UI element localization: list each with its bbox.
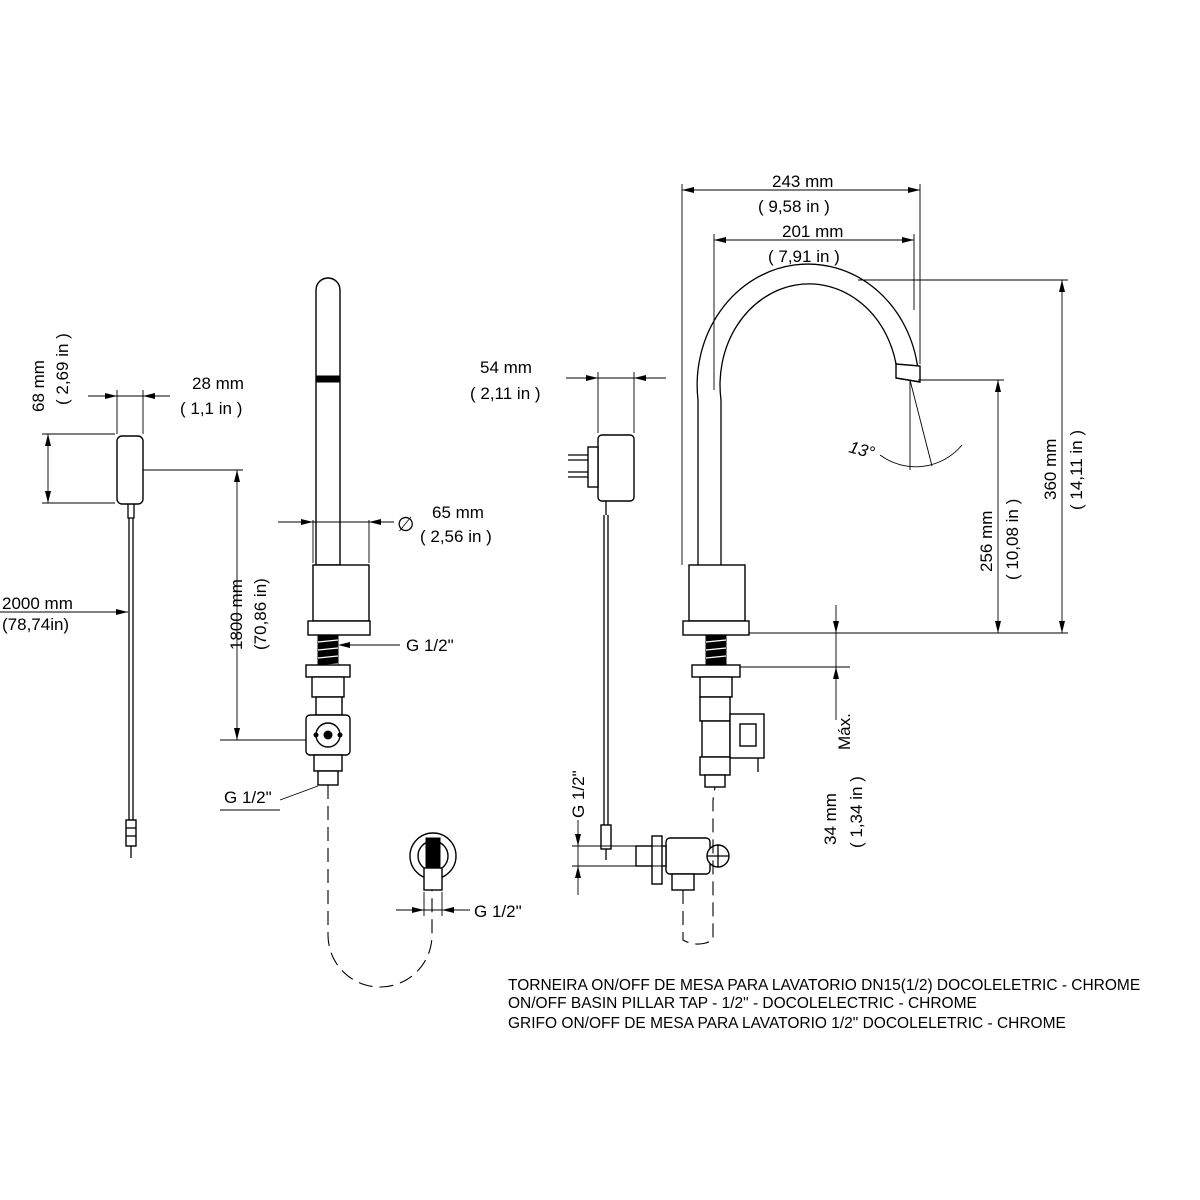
thread-label-valve: G 1/2" [474,902,522,921]
control-box-height-mm: 68 mm [29,360,48,412]
spout-side [315,277,341,566]
power-adapter [597,434,635,502]
base-diameter-in: ( 2,56 in ) [420,527,492,546]
deck-max-label: Máx. [835,713,854,750]
valve-thread-label: G 1/2" [569,770,588,818]
wall-valve-side [665,837,711,875]
cable-1800-in: (70,86 in) [251,578,270,650]
base-diameter-mm: 65 mm [432,503,484,522]
tap-body-front [688,564,746,622]
reach-in: ( 9,58 in ) [758,197,830,216]
diameter-symbol: ∅ [397,514,414,536]
tap-body-side [312,564,370,622]
reach-mm: 243 mm [772,172,833,191]
spout-in: ( 7,91 in ) [768,247,840,266]
caption-line-pt: TORNEIRA ON/OFF DE MESA PARA LAVATORIO D… [508,977,1140,994]
caption-line-es: GRIFO ON/OFF DE MESA PARA LAVATORIO 1/2"… [508,1015,1066,1032]
side-view: ∅ 65 mm ( 2,56 in ) 1800 mm (70,86 in) G… [143,277,522,988]
total-height-in: ( 14,11 in ) [1067,430,1086,510]
spray-angle: 13° [847,438,877,463]
front-view: 54 mm ( 2,11 in ) [470,172,1086,945]
control-box-height-in: ( 2,69 in ) [53,333,72,405]
deck-max-mm: 34 mm [821,793,840,845]
adapter-width-mm: 54 mm [480,358,532,377]
control-box-width-in: ( 1,1 in ) [180,399,242,418]
control-box-width-mm: 28 mm [192,374,244,393]
cable-length-in: (78,74in) [2,615,69,634]
outlet-height-mm: 256 mm [977,511,996,572]
total-height-mm: 360 mm [1041,439,1060,500]
adapter-width-in: ( 2,11 in ) [470,384,541,403]
control-box-view: 68 mm ( 2,69 in ) 28 mm ( 1,1 in ) 2000 … [0,333,244,858]
outlet-height-in: ( 10,08 in ) [1003,499,1022,580]
thread-label-top: G 1/2" [406,636,454,655]
cable-1800-mm: 1800 mm [227,579,246,650]
deck-max-in: ( 1,34 in ) [847,776,866,848]
thread-label-bottom: G 1/2" [224,788,272,807]
caption: TORNEIRA ON/OFF DE MESA PARA LAVATORIO D… [508,977,1140,1032]
spout-mm: 201 mm [782,222,843,241]
cable-length-mm: 2000 mm [2,594,73,613]
caption-line-en: ON/OFF BASIN PILLAR TAP - 1/2" - DOCOLEL… [508,995,977,1012]
control-box [116,435,144,505]
